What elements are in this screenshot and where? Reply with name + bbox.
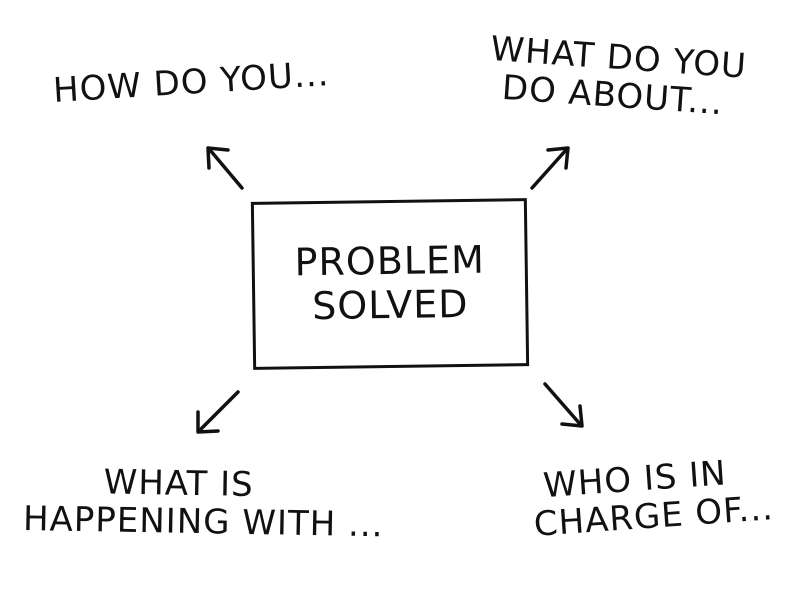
- branch-label-bottom-right: WHO IS IN CHARGE OF...: [530, 451, 775, 545]
- center-label-line-1: PROBLEM: [294, 237, 486, 285]
- problem-solved-box: PROBLEM SOLVED: [250, 198, 530, 370]
- branch-label-bottom-left: WHAT IS HAPPENING WITH ...: [22, 462, 385, 546]
- branch-bottom-left-line-1: WHAT IS: [103, 462, 254, 506]
- arrow-top-right: [530, 146, 570, 190]
- arrow-top-left: [206, 146, 244, 190]
- arrow-bottom-left: [196, 390, 240, 434]
- center-label: PROBLEM SOLVED: [294, 237, 486, 329]
- branch-bottom-left-line-2: HAPPENING WITH ...: [22, 499, 384, 546]
- arrow-bottom-right: [543, 382, 584, 428]
- center-label-line-2: SOLVED: [311, 281, 469, 329]
